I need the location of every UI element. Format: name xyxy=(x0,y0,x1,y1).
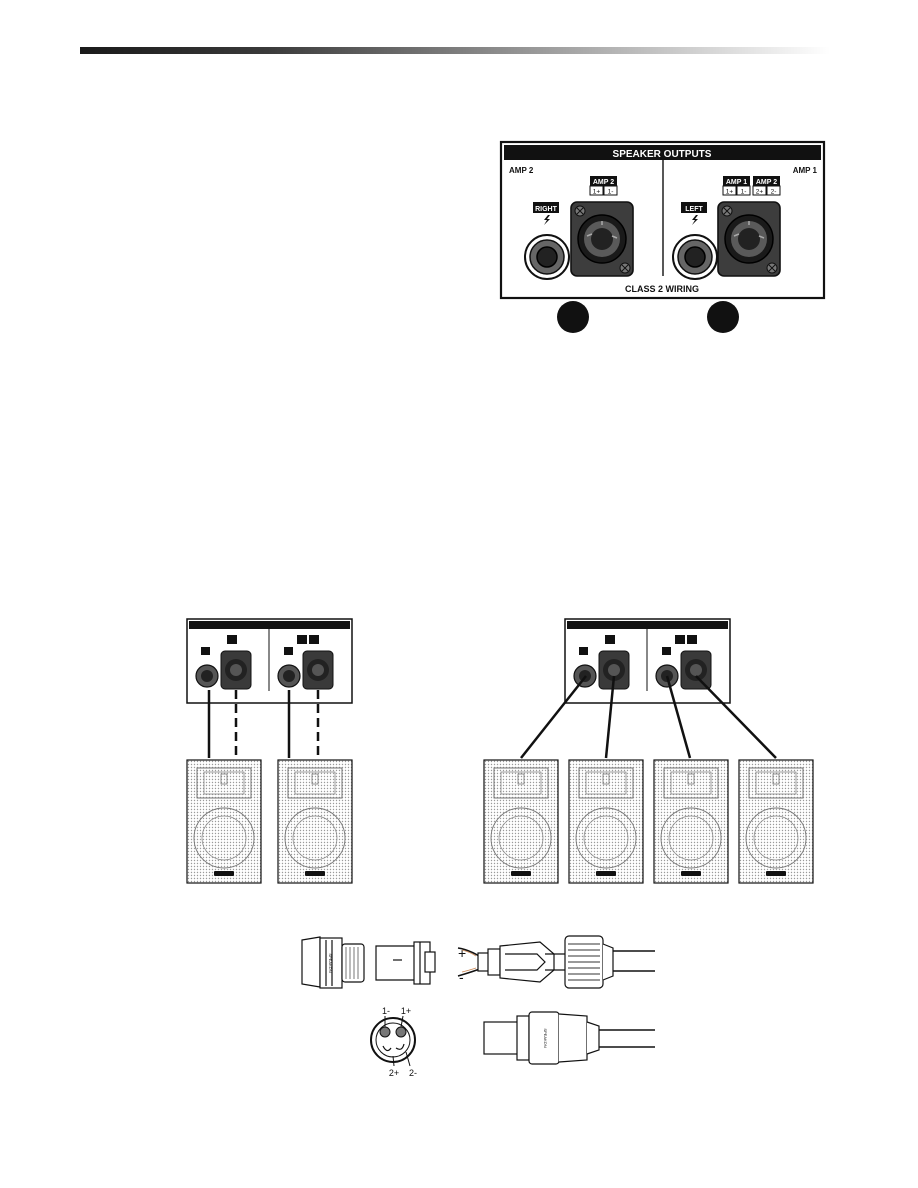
amp2b-speakon-header-box xyxy=(753,176,780,186)
plus-label: + xyxy=(458,945,466,961)
header-gradient-bar xyxy=(80,47,830,54)
speakon-connector-assembly: SPEAKON + - xyxy=(301,935,655,989)
callout-marker-left xyxy=(707,301,739,333)
amp2-label: AMP 2 xyxy=(509,166,534,175)
right-jack-label: RIGHT xyxy=(535,206,558,213)
cable-line xyxy=(695,675,777,759)
pin-2minus-label: 2- xyxy=(409,1068,417,1078)
amp1-speakon-header-box xyxy=(723,176,750,186)
class2-wiring-label: CLASS 2 WIRING xyxy=(625,284,699,294)
wiring-diagram-two-speakers xyxy=(186,618,353,884)
amp2b-pin-2minus: 2- xyxy=(771,189,777,196)
speaker-cabinet xyxy=(568,759,644,884)
speakon-pin-face: 1- 1+ 2+ 2- xyxy=(370,1006,417,1078)
pin-1plus-label: 1+ xyxy=(401,1006,411,1016)
amp2-pin-1minus: 1- xyxy=(608,189,614,196)
right-label-box xyxy=(533,202,559,213)
amp2b-pin-2plus: 2+ xyxy=(756,189,764,196)
assembled-speakon-connector: SPEAKON xyxy=(483,1011,655,1065)
panel-title: SPEAKER OUTPUTS xyxy=(613,149,712,160)
left-jack-label: LEFT xyxy=(685,206,703,213)
mini-speaker-outputs-panel xyxy=(186,618,353,704)
lightning-icon xyxy=(544,215,550,225)
amp2b-speakon-header: AMP 2 xyxy=(756,179,777,186)
amp1-label: AMP 1 xyxy=(793,166,818,175)
amp1-speakon-header: AMP 1 xyxy=(726,179,747,186)
speaker-outputs-panel: SPEAKER OUTPUTS AMP 2 AMP 1 RIGHT AMP 2 … xyxy=(499,140,826,300)
cable-line xyxy=(520,675,587,759)
amp2-pin-1plus: 1+ xyxy=(593,189,601,196)
brand-label: SPEAKON xyxy=(328,953,333,972)
speaker-cabinet xyxy=(653,759,729,884)
left-label-box xyxy=(681,202,707,213)
speaker-cabinet xyxy=(277,759,353,884)
callout-marker-right xyxy=(557,301,589,333)
speaker-cabinet xyxy=(738,759,814,884)
cable-line xyxy=(665,675,692,759)
amp1-pin-1minus: 1- xyxy=(741,189,747,196)
mini-speaker-outputs-panel xyxy=(564,618,731,704)
wiring-diagram-four-speakers xyxy=(483,618,814,884)
speaker-cabinet xyxy=(186,759,262,884)
amp2-speakon-header: AMP 2 xyxy=(593,179,614,186)
speaker-cabinet xyxy=(483,759,559,884)
minus-label: - xyxy=(459,969,464,985)
lightning-icon xyxy=(692,215,698,225)
brand-label: SPEAKON xyxy=(543,1028,548,1047)
cable-line xyxy=(604,675,616,759)
amp2-speakon-header-box xyxy=(590,176,617,186)
pin-2plus-label: 2+ xyxy=(389,1068,399,1078)
panel-title-bar xyxy=(504,145,821,160)
amp1-pin-1plus: 1+ xyxy=(726,189,734,196)
pin-1minus-label: 1- xyxy=(382,1006,390,1016)
